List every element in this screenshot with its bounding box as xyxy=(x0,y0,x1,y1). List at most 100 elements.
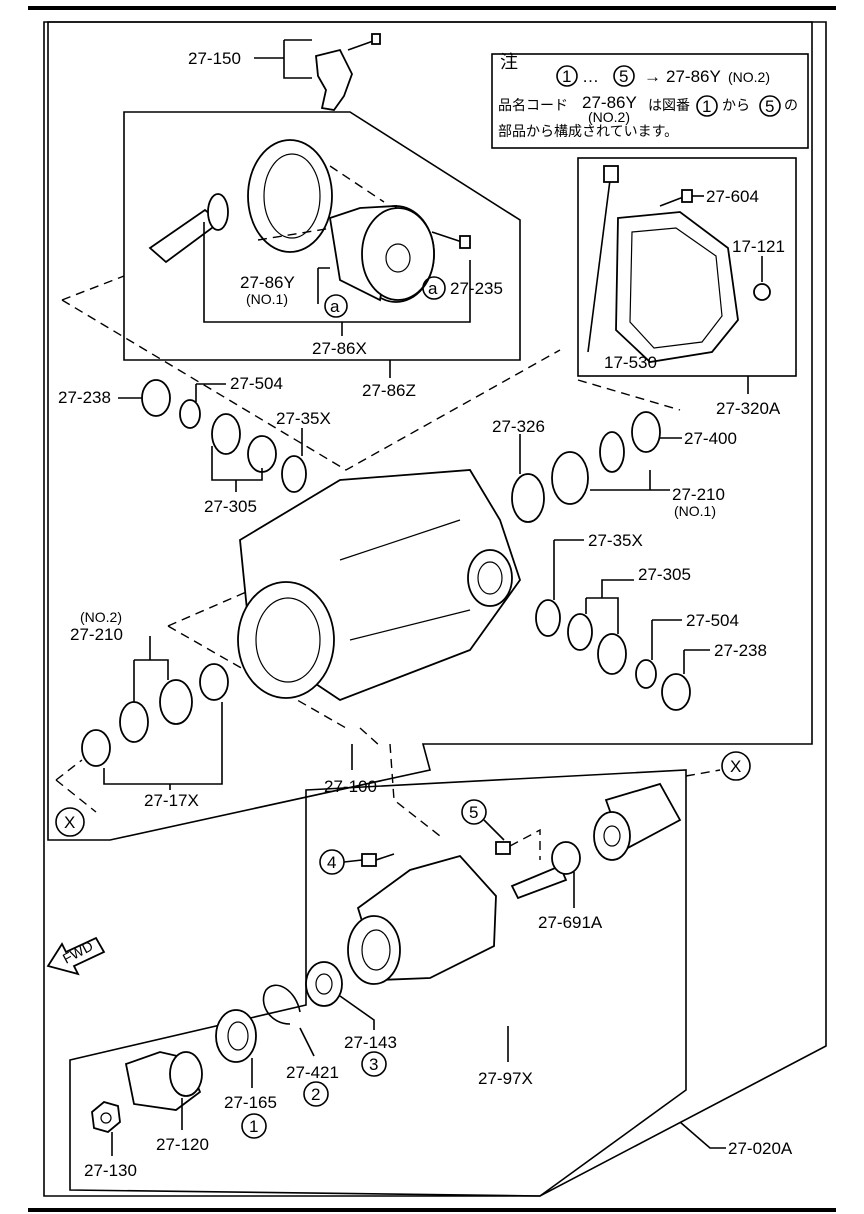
note-to: 5 xyxy=(619,67,628,86)
spacer-210-left xyxy=(119,701,149,743)
callout-4-text: 4 xyxy=(327,853,336,872)
note-line2-c: から xyxy=(722,98,750,114)
bracket-27-86X xyxy=(203,222,471,323)
note-line2-b: は図番 xyxy=(648,98,690,114)
bearing-143-inner xyxy=(315,973,333,995)
ring-504-right xyxy=(635,659,657,689)
callout-2-text: 2 xyxy=(311,1085,320,1104)
carrier-front-flange xyxy=(237,581,335,699)
bearing-cone-210-left xyxy=(199,663,229,701)
label-27-421: 27-421 xyxy=(286,1063,339,1082)
note-line2-circle-1 xyxy=(696,95,718,117)
leader-27-504-r xyxy=(651,619,682,660)
label-27-86X: 27-86X xyxy=(312,339,367,358)
marker-x-left xyxy=(55,807,85,837)
callout-2 xyxy=(303,1081,329,1107)
note-line2-from: 1 xyxy=(702,97,711,116)
marker-a-1-text: a xyxy=(330,297,340,316)
leader-27-210-r xyxy=(590,470,670,491)
note-header: 注 xyxy=(500,52,518,73)
extension-housing-bore-inner xyxy=(361,929,391,971)
bearing-cone-305-right xyxy=(567,613,593,651)
extension-group-outline xyxy=(69,769,687,1197)
marker-x-right-text: X xyxy=(730,757,741,776)
callout-1-text: 1 xyxy=(249,1117,258,1136)
callout-5-leader xyxy=(483,819,505,841)
dash-x-right xyxy=(685,769,721,777)
bolt-5-drawing xyxy=(495,841,511,855)
label-27-210-r-no: (NO.1) xyxy=(674,503,716,519)
label-27-86Y-no: (NO.1) xyxy=(246,291,288,307)
pinion-head xyxy=(207,193,229,231)
leader-27-020A xyxy=(679,1121,726,1149)
dash-center xyxy=(61,299,561,471)
ring-gear-drawing xyxy=(247,139,333,253)
seal-238-left xyxy=(141,379,171,417)
callout-1 xyxy=(241,1113,267,1139)
spacer-326 xyxy=(511,473,545,523)
label-27-86Z: 27-86Z xyxy=(362,381,416,400)
shaft-691A-head xyxy=(551,841,581,875)
note-line2-sub: (NO.2) xyxy=(588,109,630,125)
bolt-235-drawing xyxy=(431,231,463,243)
label-27-165: 27-165 xyxy=(224,1093,277,1112)
leader-27-421 xyxy=(299,1027,315,1057)
carrier-rib-1 xyxy=(339,519,461,561)
bearing-cup-210-left xyxy=(159,679,193,725)
note-circle-1 xyxy=(556,65,578,87)
label-27-305-l: 27-305 xyxy=(204,497,257,516)
rear-cover-inner xyxy=(629,227,723,349)
marker-x-left-text: X xyxy=(64,813,75,832)
shim-400 xyxy=(631,411,661,453)
leader-27-210-l xyxy=(133,636,169,702)
label-27-17X: 27-17X xyxy=(144,791,199,810)
label-27-210-l: 27-210 xyxy=(70,625,123,644)
bolt-235-head xyxy=(459,235,471,249)
label-27-504-l: 27-504 xyxy=(230,374,283,393)
bearing-cup-210 xyxy=(551,451,589,505)
leader-27-504-l xyxy=(195,383,226,402)
diff-case-face xyxy=(361,207,435,301)
bearing-cup-305-right xyxy=(597,633,627,675)
label-27-305-r: 27-305 xyxy=(638,565,691,584)
note-suffix: (NO.2) xyxy=(728,69,770,85)
dash-left-top xyxy=(61,275,125,301)
label-27-120: 27-120 xyxy=(156,1135,209,1154)
carrier-side-bore xyxy=(467,549,513,607)
label-27-604: 27-604 xyxy=(706,187,759,206)
ring-gear-inner xyxy=(263,153,321,239)
label-17-530: 17-530 xyxy=(604,353,657,372)
carrier-front-bore xyxy=(255,597,321,683)
bearing-cone-210 xyxy=(599,431,625,473)
dash-x-left xyxy=(55,759,83,781)
shaft-691A-drawing xyxy=(510,864,568,900)
carrier-side-bore-inner xyxy=(477,561,503,595)
bearing-cone-305-left xyxy=(247,435,277,473)
label-27-35X-l: 27-35X xyxy=(276,409,331,428)
bearing-cup-305-left xyxy=(211,413,241,455)
leader-27-150 xyxy=(283,39,312,79)
leader-27-143 xyxy=(339,995,375,1030)
seal-165-inner xyxy=(227,1021,249,1051)
marker-a-2 xyxy=(422,276,446,300)
ring-504-left xyxy=(179,399,201,429)
label-27-100: 27-100 xyxy=(324,777,377,796)
label-27-130: 27-130 xyxy=(84,1161,137,1180)
seal-17X xyxy=(81,729,111,767)
note-arrow: → xyxy=(644,67,661,86)
plug-drawing xyxy=(753,283,771,301)
label-27-326: 27-326 xyxy=(492,417,545,436)
note-line2-d: の xyxy=(784,98,798,114)
diff-case-hub-2 xyxy=(385,243,411,273)
bracket-bolt-head xyxy=(371,33,381,45)
callout-5-text: 5 xyxy=(469,803,478,822)
marker-a-2-text: a xyxy=(428,279,438,298)
bracket-drawing xyxy=(315,48,353,111)
callout-5 xyxy=(461,799,487,825)
diff-dash-2 xyxy=(257,227,333,241)
label-27-238-l: 27-238 xyxy=(58,388,111,407)
breather-cap xyxy=(603,165,619,183)
leader-27-17X xyxy=(103,702,223,790)
bolt-4-drawing xyxy=(361,853,377,867)
bearing-143-drawing xyxy=(305,961,343,1007)
